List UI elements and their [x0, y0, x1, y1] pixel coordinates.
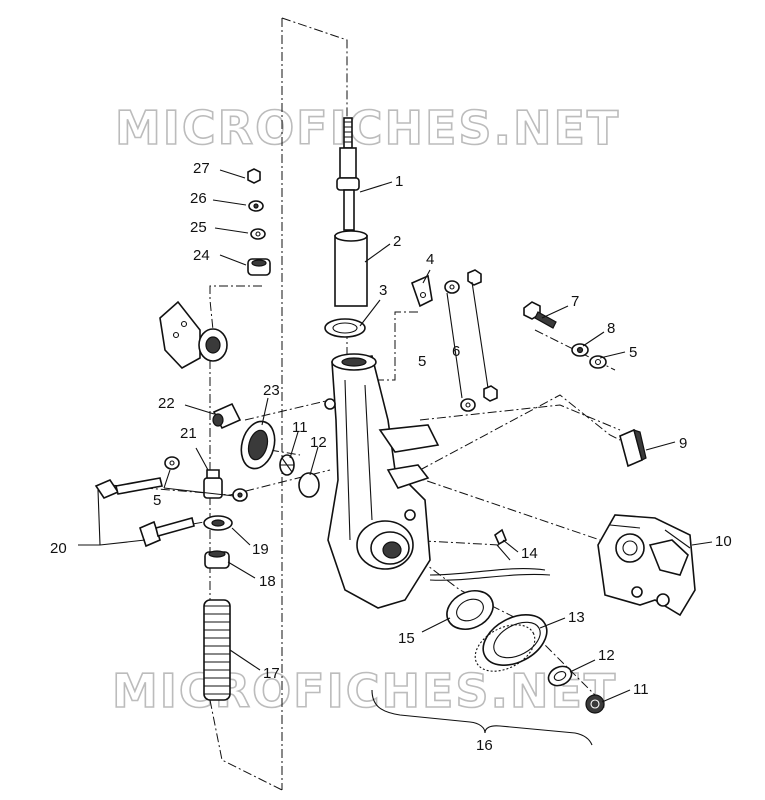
part-3-seal-ring: [324, 318, 366, 338]
left-mount-bracket: [159, 300, 228, 370]
callout-5-right: 5: [629, 344, 637, 361]
callouts: 1 2 3 4 5 6 7 8 5 9 10 11 12 13 14 15 16…: [50, 160, 732, 754]
part-12-washer-bottom: [547, 665, 573, 687]
part-17-19-spring-stack: [203, 515, 233, 701]
part-23-seal: [240, 420, 276, 470]
part-14-sensor: [429, 528, 551, 581]
callout-15: 15: [398, 630, 415, 647]
steering-knuckle: [324, 353, 440, 609]
callout-16: 16: [476, 737, 493, 754]
callout-23: 23: [263, 382, 280, 399]
callout-19: 19: [252, 541, 269, 558]
part-13-bearing: [474, 614, 548, 672]
callout-18: 18: [259, 573, 276, 590]
callout-3: 3: [379, 282, 387, 299]
callout-22: 22: [158, 395, 175, 412]
callout-12-left: 12: [310, 434, 327, 451]
callout-13: 13: [568, 609, 585, 626]
part-21-22-fittings: [203, 402, 242, 499]
part-20-bolts: [94, 456, 248, 548]
callout-2: 2: [393, 233, 401, 250]
callout-1: 1: [395, 173, 403, 190]
part-9-pad: [619, 428, 647, 468]
callout-11-bottom: 11: [633, 681, 649, 698]
callout-14: 14: [521, 545, 538, 562]
part-1-shaft: [336, 117, 360, 231]
callout-11-left: 11: [292, 419, 308, 436]
callout-17: 17: [263, 665, 280, 682]
watermark-top: MICROFICHES.NET: [115, 101, 620, 155]
callout-24: 24: [193, 247, 210, 264]
callout-21: 21: [180, 425, 197, 442]
callout-5-upper: 5: [418, 353, 426, 370]
part-16-bracket: [371, 689, 593, 746]
part-15-seal: [446, 589, 494, 631]
watermark-bottom: MICROFICHES.NET: [112, 664, 617, 718]
callout-5-left: 5: [153, 492, 161, 509]
leader-lines: [78, 169, 713, 703]
callout-10: 10: [715, 533, 732, 550]
callout-7: 7: [571, 293, 579, 310]
callout-4: 4: [426, 251, 434, 268]
part-2-bushing: [334, 230, 368, 307]
callout-8: 8: [607, 320, 615, 337]
callout-9: 9: [679, 435, 687, 452]
callout-20: 20: [50, 540, 67, 557]
callout-12-bottom: 12: [598, 647, 615, 664]
part-5-6-hardware-top: [444, 269, 498, 412]
callout-27: 27: [193, 160, 210, 177]
callout-6: 6: [452, 343, 460, 360]
part-10-caliper: [597, 514, 696, 617]
callout-25: 25: [190, 219, 207, 236]
part-4-bracket: [411, 274, 433, 308]
part-11-12-left: [279, 454, 320, 498]
part-24-27-stack: [247, 168, 271, 276]
part-7-8-bolt-washers: [523, 301, 607, 369]
callout-26: 26: [190, 190, 207, 207]
part-11-nut-bottom: [585, 694, 605, 714]
